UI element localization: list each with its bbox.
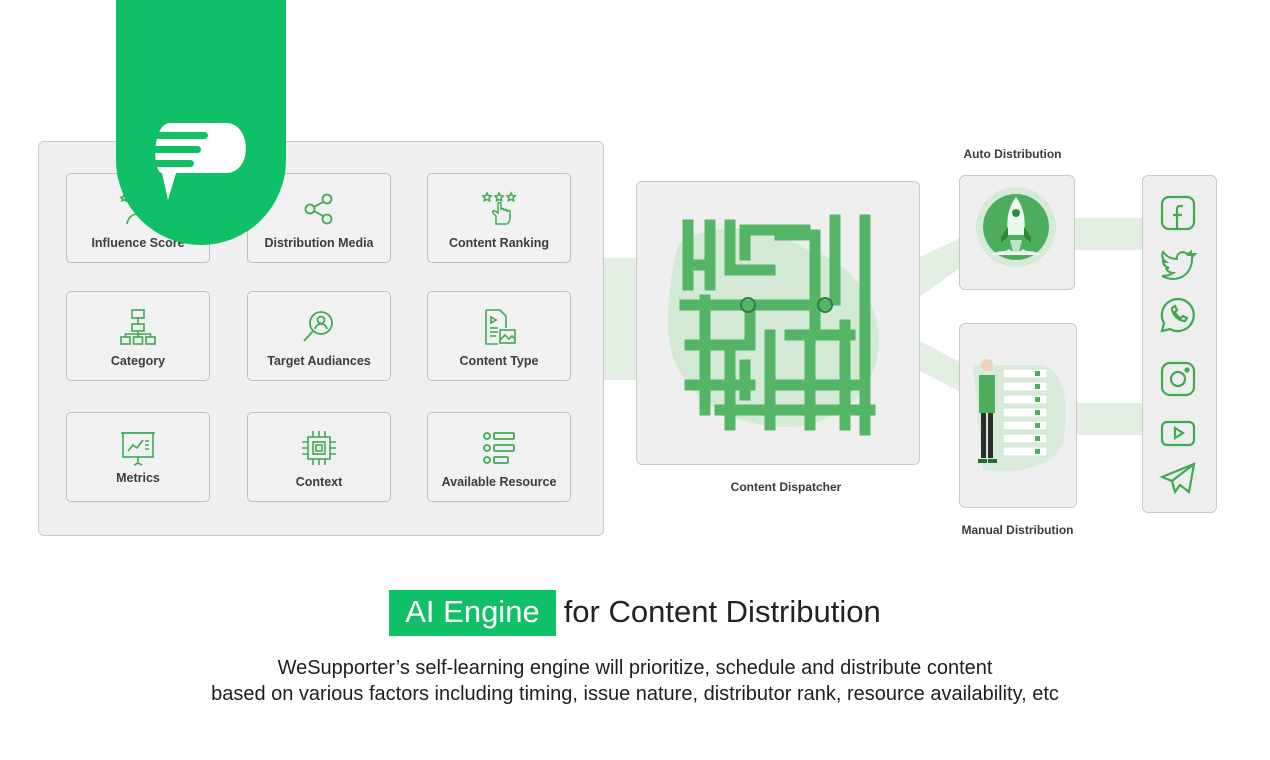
factor-card-category: Category <box>66 291 210 381</box>
factor-label: Target Audiances <box>267 354 371 368</box>
share-icon <box>304 193 333 225</box>
rating-stars-icon <box>481 191 517 225</box>
person-checklist-icon <box>973 359 1067 472</box>
factor-label: Category <box>110 354 166 368</box>
connector-factors-dispatcher <box>603 258 637 380</box>
audience-search-icon <box>303 311 333 342</box>
auto-distribution-caption: Auto Distribution <box>963 147 1062 161</box>
headline-highlight: AI Engine <box>389 590 556 636</box>
factor-card-available-resource: Available Resource <box>427 412 571 502</box>
factor-label: Influence Score <box>91 236 185 250</box>
connector-manual-channels <box>1075 403 1143 435</box>
factor-label: Content Ranking <box>449 236 549 250</box>
wesupporter-logo-icon <box>116 0 286 245</box>
factor-label: Distribution Media <box>264 236 374 250</box>
chip-icon <box>302 431 336 465</box>
factor-label: Available Resource <box>441 475 557 489</box>
dispatcher-caption: Content Dispatcher <box>730 480 842 494</box>
resource-list-icon <box>483 432 515 464</box>
factor-card-context: Context <box>247 412 391 502</box>
twitter-icon <box>1161 249 1197 280</box>
facebook-icon <box>1160 195 1196 231</box>
rocket-icon <box>976 187 1056 267</box>
factor-card-content-ranking: Content Ranking <box>427 173 571 263</box>
channels-box <box>1142 175 1217 513</box>
pipes-icon <box>668 214 879 436</box>
factor-card-content-type: Content Type <box>427 291 571 381</box>
metrics-board-icon <box>121 432 155 466</box>
manual-distribution-caption: Manual Distribution <box>961 523 1074 537</box>
connector-dispatcher-outputs <box>918 238 960 392</box>
whatsapp-icon <box>1160 297 1195 333</box>
factor-card-target-audiances: Target Audiances <box>247 291 391 381</box>
factor-label: Context <box>295 475 343 489</box>
telegram-icon <box>1159 462 1196 495</box>
description-line-1: WeSupporter’s self-learning engine will … <box>277 657 993 679</box>
factor-label: Content Type <box>459 354 539 368</box>
youtube-icon <box>1160 420 1196 447</box>
connector-auto-channels <box>1073 218 1143 250</box>
factor-label: Metrics <box>116 471 160 485</box>
factor-card-metrics: Metrics <box>66 412 210 502</box>
description-line-2: based on various factors including timin… <box>211 683 1059 705</box>
content-type-icon <box>485 309 516 345</box>
hierarchy-icon <box>120 309 156 345</box>
headline-rest: for Content Distribution <box>563 594 881 629</box>
instagram-icon <box>1160 361 1196 397</box>
